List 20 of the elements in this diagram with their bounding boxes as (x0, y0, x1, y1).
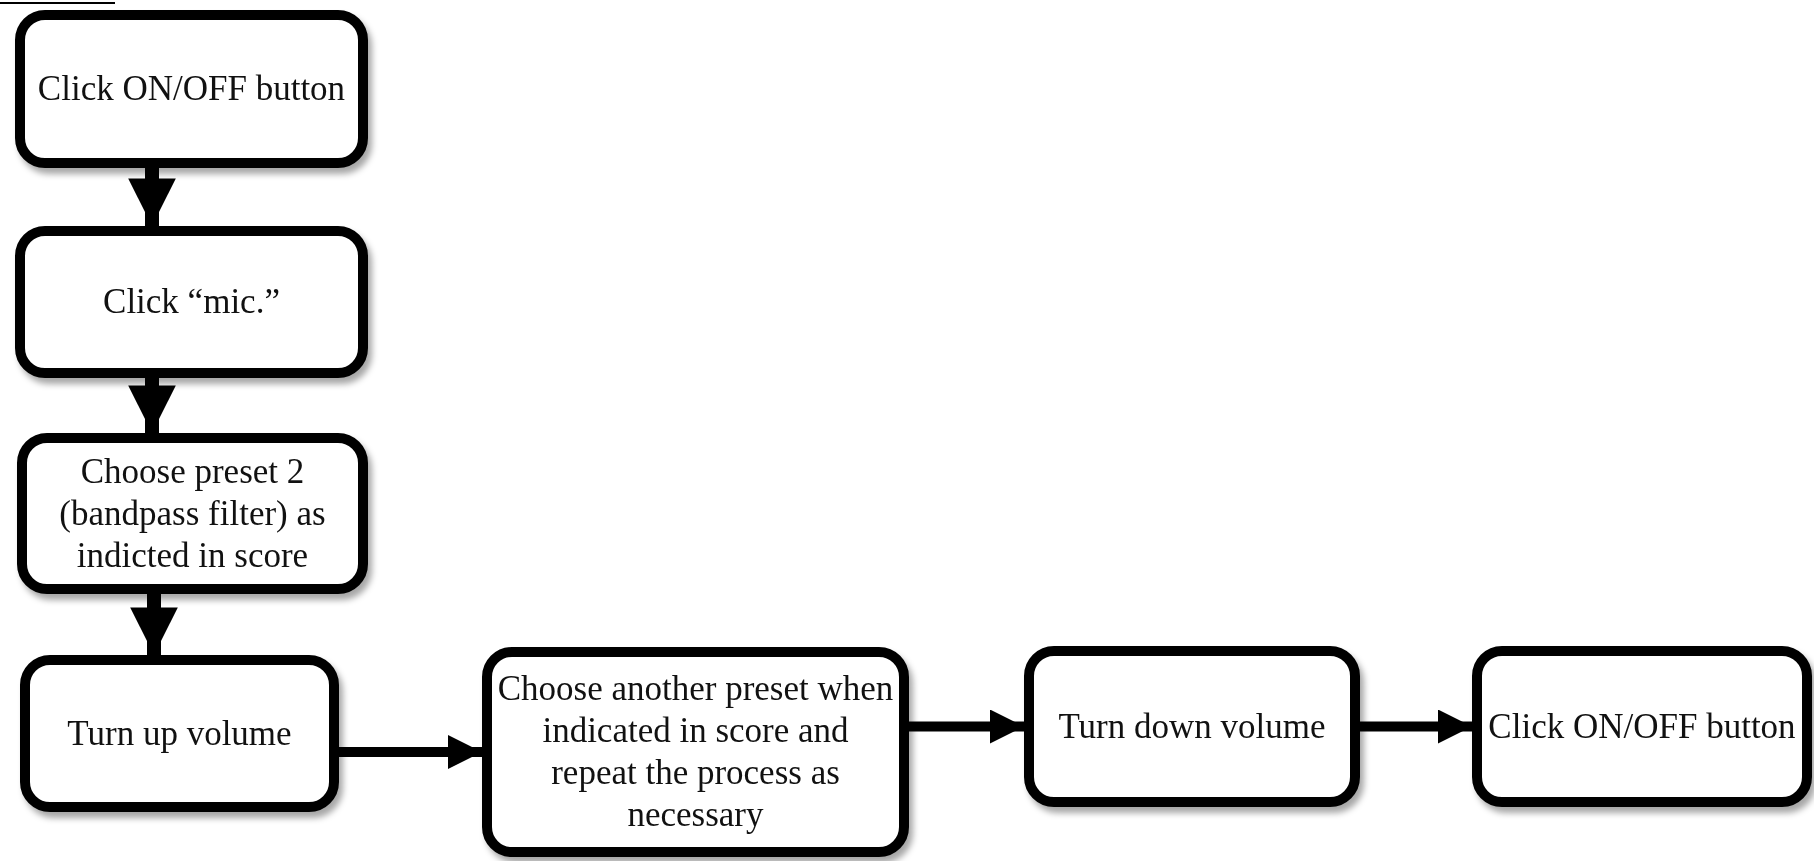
arrow (339, 735, 482, 769)
step-text: Turn up volume (67, 712, 292, 755)
step-text: Turn down volume (1058, 705, 1326, 748)
arrow (1360, 709, 1472, 744)
step-text: Click ON/OFF button (37, 68, 346, 110)
process-box (1024, 646, 1360, 807)
arrow (130, 594, 178, 655)
arrow (128, 378, 176, 433)
step-text: Click “mic.” (103, 281, 280, 323)
process-box (20, 655, 339, 812)
step-text: Choose preset 2 (bandpass filter) as indicted in score (58, 450, 327, 577)
step-text: Click ON/OFF button (1488, 705, 1796, 748)
arrow (128, 168, 176, 226)
process-box (15, 10, 368, 168)
process-box (482, 647, 909, 857)
process-box (17, 433, 368, 594)
arrow (909, 709, 1024, 744)
process-box (1472, 646, 1812, 807)
step-text: Choose another preset when indicated in score and repeat the process as necessary (496, 668, 895, 836)
process-box (15, 226, 368, 378)
